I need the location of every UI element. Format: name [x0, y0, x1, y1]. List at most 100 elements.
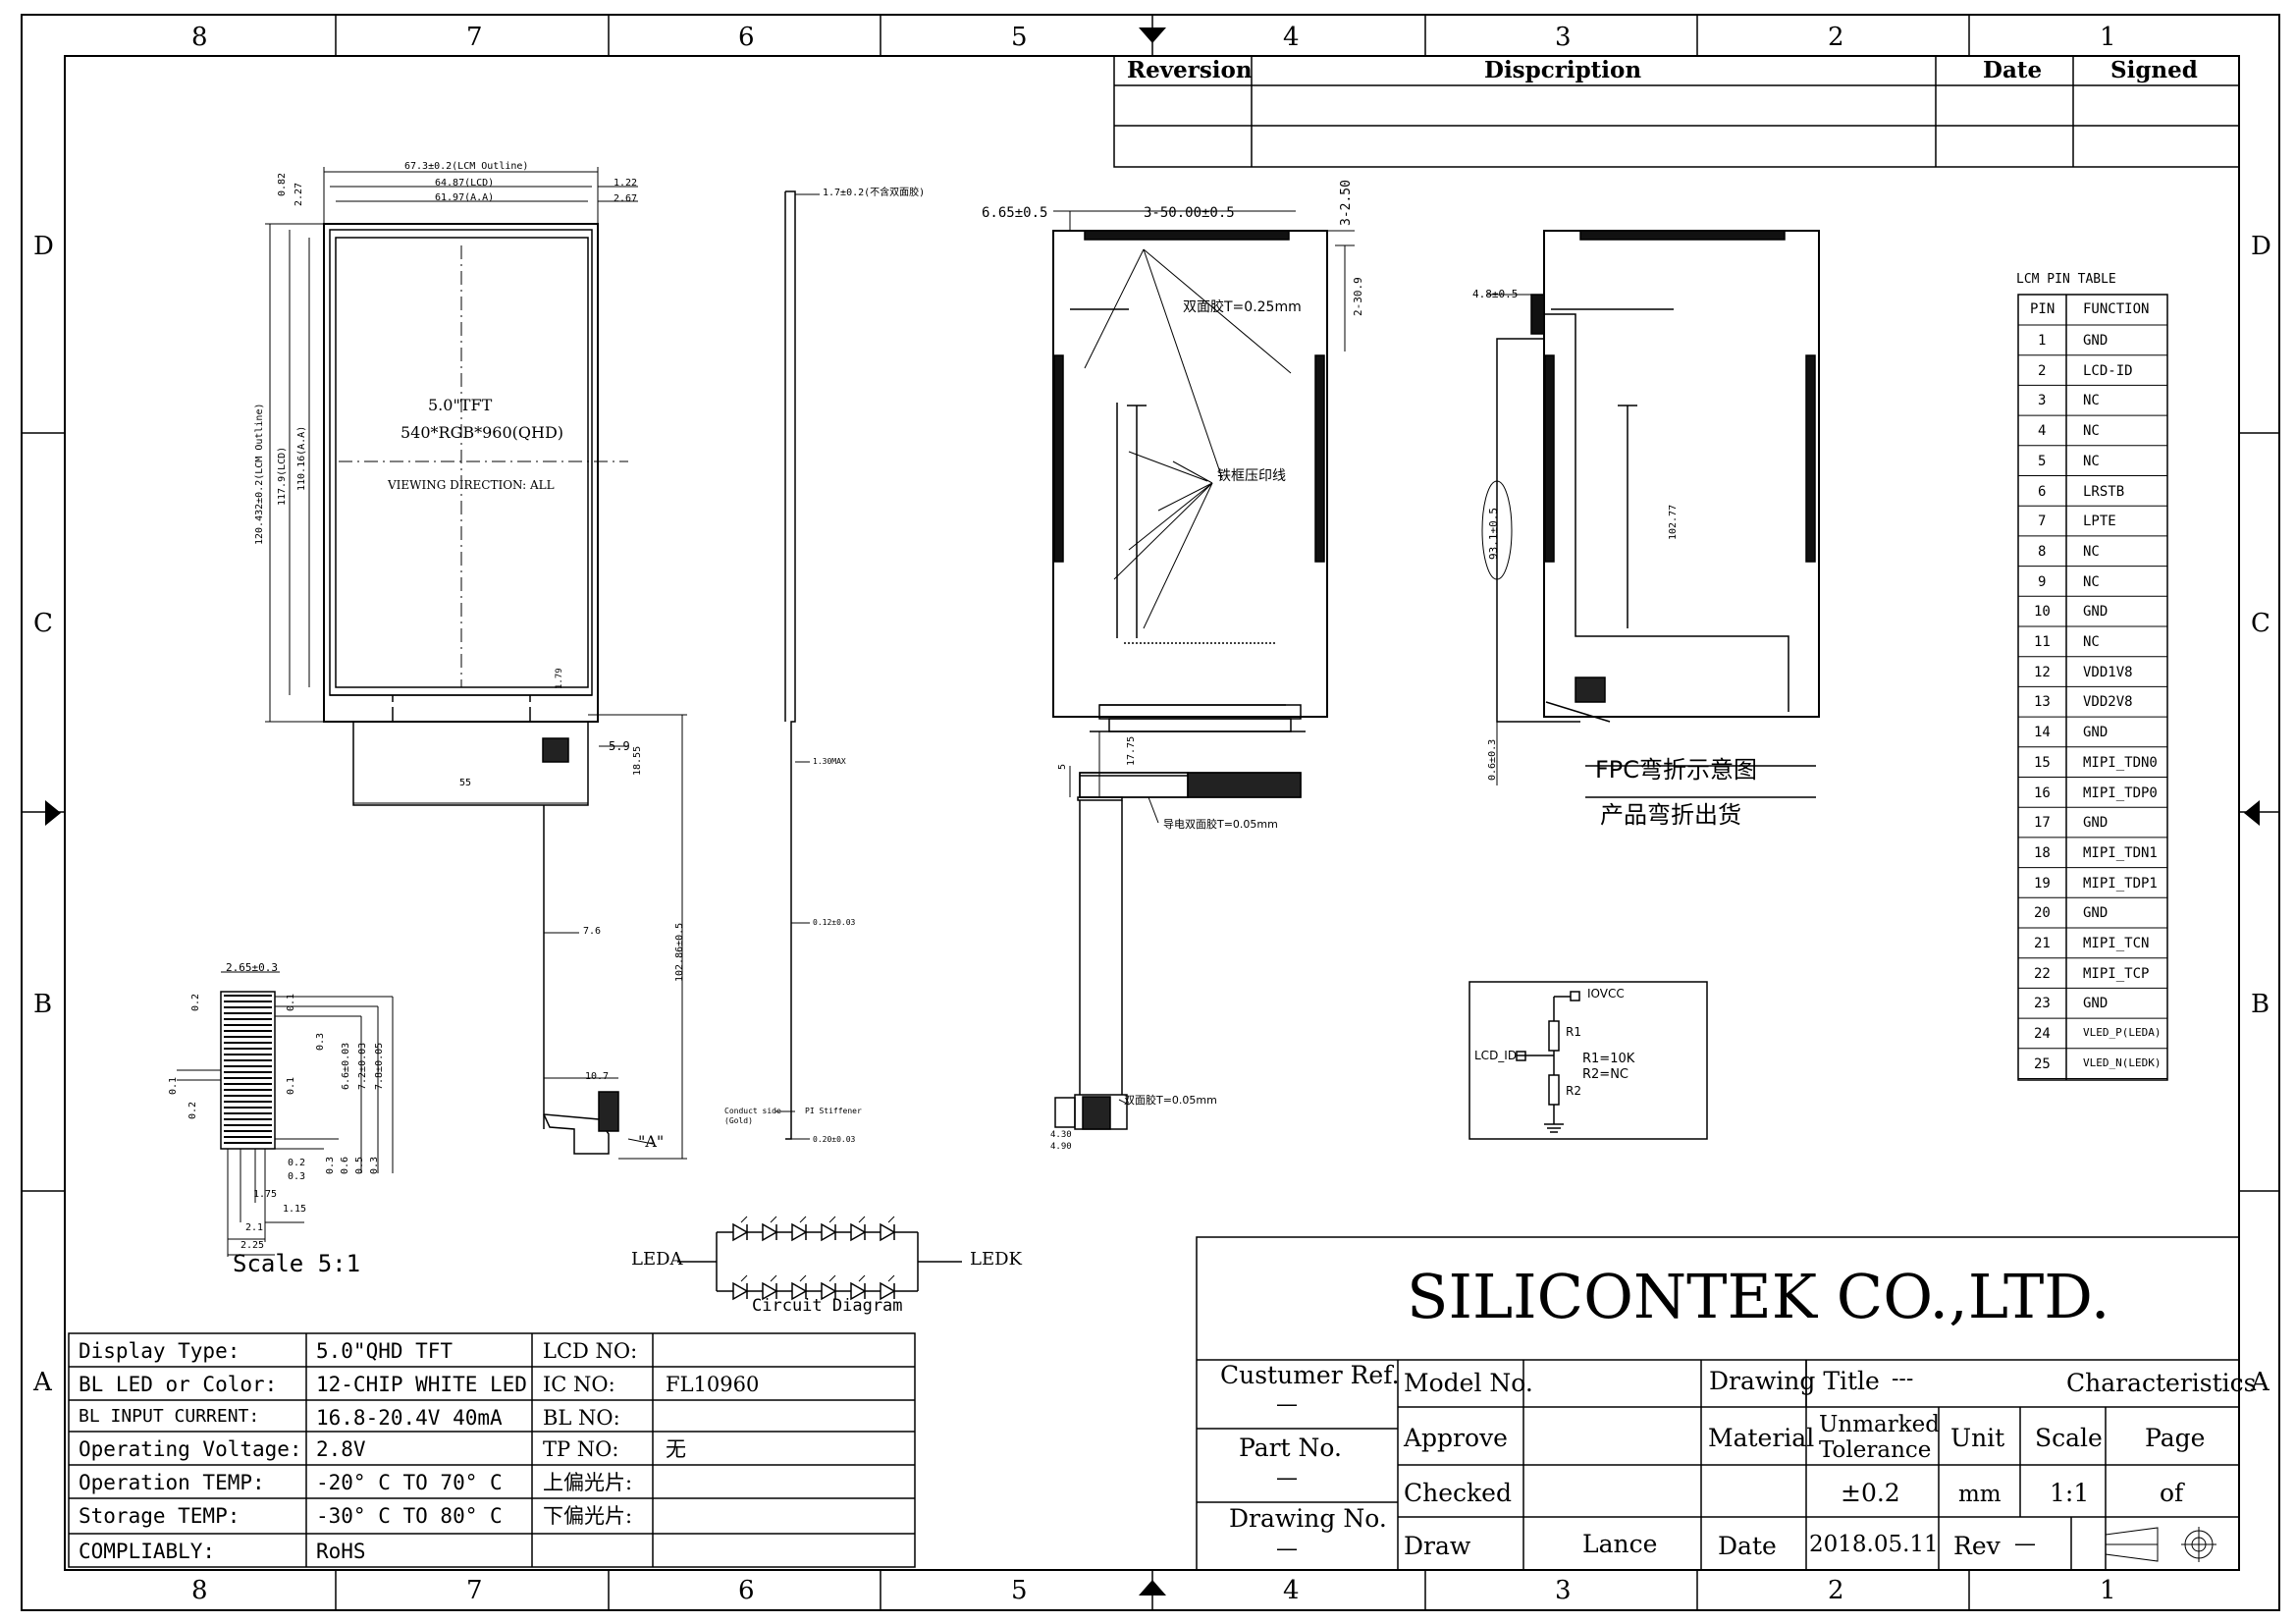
pin-function: MIPI_TCN — [2083, 936, 2150, 951]
pin-number: 3 — [2038, 393, 2047, 409]
pin-function: NC — [2083, 634, 2100, 650]
pin-number: 12 — [2034, 664, 2051, 680]
col-label-4: 4 — [1283, 23, 1300, 52]
col-label-2-bottom: 2 — [1828, 1576, 1844, 1605]
led-diode — [762, 1281, 778, 1301]
detail-d7: 7.8±0.05 — [374, 1042, 385, 1090]
detail-d2: 0.2 — [190, 993, 201, 1011]
detail-d12: 0.3 — [288, 1171, 306, 1182]
front-resolution: 540*RGB*960(QHD) — [400, 423, 564, 442]
row-label-a-right: A — [2251, 1368, 2269, 1397]
led-diode — [821, 1222, 837, 1242]
side-t4: 0.20±0.03 — [813, 1135, 856, 1144]
pin-number: 6 — [2038, 483, 2047, 500]
led-diode — [791, 1281, 808, 1301]
scale-label: Scale — [2035, 1424, 2103, 1452]
scale-value: 1:1 — [2050, 1479, 2090, 1507]
front-size-label: 5.0"TFT — [428, 396, 493, 414]
fold-dim-3: 102.77 — [1668, 504, 1679, 540]
dim-right-2: 2.67 — [614, 193, 638, 204]
spec-cell-r4-c2: 上偏光片: — [543, 1471, 633, 1494]
id-lcd-id: LCD_ID — [1474, 1049, 1518, 1062]
fold-caption-2: 产品弯折出货 — [1600, 801, 1741, 829]
led-diode — [762, 1222, 778, 1242]
fold-dim-2: 93.1±0.5 — [1487, 508, 1500, 560]
pin-function: VDD2V8 — [2083, 694, 2133, 711]
dim-outline-height: 120.432±0.2(LCM Outline) — [254, 403, 265, 546]
approve-label: Approve — [1404, 1424, 1508, 1452]
led-diode — [850, 1222, 867, 1242]
company-name: SILICONTEK CO.,LTD. — [1407, 1261, 2110, 1332]
pin-number: 17 — [2034, 815, 2051, 832]
pin-table-title: LCM PIN TABLE — [2016, 272, 2116, 287]
spec-cell-r5-c1: -30° C TO 80° C — [316, 1504, 503, 1528]
back-cond-tape: 导电双面胶T=0.05mm — [1163, 818, 1278, 831]
detail-d9: 0.2 — [187, 1101, 198, 1119]
pin-number: 4 — [2038, 423, 2047, 440]
pin-number: 18 — [2034, 844, 2051, 861]
row-label-b-right: B — [2251, 990, 2270, 1019]
detail-d11: 0.2 — [288, 1158, 306, 1168]
pin-function: VLED_N(LEDK) — [2083, 1055, 2162, 1069]
col-label-7: 7 — [466, 23, 483, 52]
back-dim-b: 5 — [1057, 763, 1068, 770]
dim-aa-height: 110.16(A.A) — [296, 425, 307, 491]
spec-cell-r3-c2: TP NO: — [543, 1437, 619, 1461]
pin-number: 14 — [2034, 725, 2051, 741]
dim-top-2: 2.27 — [294, 182, 304, 206]
unmarked-label: Unmarked — [1819, 1412, 1940, 1437]
fold-dim-4: 0.6±0.3 — [1487, 738, 1498, 781]
dim-lcd-width: 64.87(LCD) — [435, 178, 495, 189]
col-label-2: 2 — [1828, 23, 1844, 52]
id-r1: R1 — [1566, 1025, 1581, 1039]
drawing-title-value: Characteristics — [2066, 1369, 2257, 1397]
col-label-6-bottom: 6 — [738, 1576, 755, 1605]
pin-function: GND — [2083, 996, 2109, 1012]
detail-d16: 0.3 — [369, 1156, 380, 1174]
front-view — [265, 167, 687, 1160]
detail-d14: 0.6 — [340, 1156, 350, 1174]
rev-header-description: Dispcription — [1484, 57, 1642, 83]
led-circuit — [677, 1216, 962, 1301]
fold-view — [1481, 230, 1820, 798]
title-block — [1196, 1236, 2240, 1571]
detail-d6: 7.2±0.03 — [357, 1042, 368, 1090]
detail-d19: 2.1 — [245, 1222, 264, 1233]
drawing-title-dash: --- — [1892, 1367, 1914, 1391]
pin-function: MIPI_TDN1 — [2083, 844, 2158, 861]
part-no-label: Part No. — [1239, 1434, 1342, 1462]
dim-lcd-height: 117.9(LCD) — [277, 446, 288, 506]
pin-function: MIPI_TDP0 — [2083, 784, 2158, 801]
pin-number: 15 — [2034, 754, 2051, 771]
dim-aa-width: 61.97(A.A) — [435, 192, 495, 203]
detail-d15: 0.5 — [354, 1156, 365, 1174]
col-label-8-bottom: 8 — [191, 1576, 208, 1605]
rev-label: Rev — [1953, 1532, 2001, 1560]
pin-function: NC — [2083, 393, 2100, 409]
led-diode — [850, 1281, 867, 1301]
side-view — [775, 190, 820, 1140]
part-no-value: — — [1276, 1466, 1298, 1490]
detail-d3: 0.1 — [286, 993, 296, 1011]
id-circuit — [1468, 981, 1708, 1140]
pin-function: GND — [2083, 604, 2109, 621]
pin-header-pin: PIN — [2030, 301, 2056, 317]
led-diode — [791, 1222, 808, 1242]
drawing-no-value: — — [1276, 1537, 1298, 1561]
spec-cell-r0-c1: 5.0"QHD TFT — [316, 1339, 454, 1363]
pin-number: 19 — [2034, 875, 2051, 892]
dim-fpc-1: 5.9 — [609, 739, 630, 753]
side-t3: 0.12±0.03 — [813, 918, 856, 927]
back-dim-right: 3-2.50 — [1339, 180, 1354, 226]
pin-number: 1 — [2038, 333, 2047, 349]
id-iovcc: IOVCC — [1587, 987, 1625, 1001]
pin-number: 13 — [2034, 694, 2051, 711]
model-no-label: Model No. — [1404, 1369, 1533, 1397]
row-label-d: D — [33, 232, 54, 261]
pin-function: GND — [2083, 815, 2109, 832]
row-label-c-right: C — [2251, 609, 2270, 638]
pin-function: LCD-ID — [2083, 362, 2133, 379]
dim-fpc-5: 102.86±0.5 — [674, 922, 685, 982]
pin-function: NC — [2083, 453, 2100, 469]
